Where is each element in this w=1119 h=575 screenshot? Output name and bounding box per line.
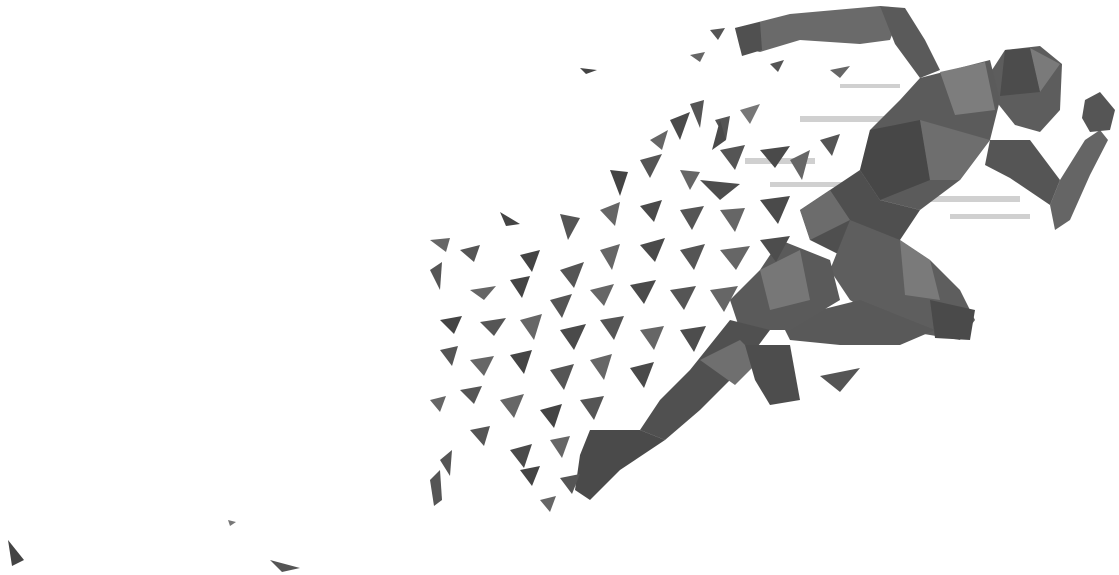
front-knee [930,300,975,340]
front-fist [1082,92,1115,132]
front-arm-upper [985,140,1060,205]
shard-particles [8,28,860,572]
back-arm [735,6,900,52]
back-foot [575,430,665,500]
front-arm-lower [1050,130,1108,230]
back-hand [735,22,762,56]
runner-figure [575,6,1115,500]
back-shin [640,320,770,440]
